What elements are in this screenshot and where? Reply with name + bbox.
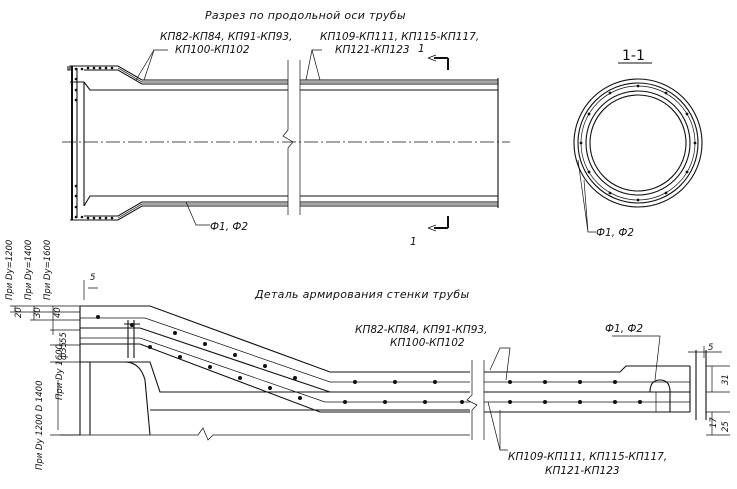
section-rebar-dots — [579, 84, 697, 202]
bell-top-outline — [67, 65, 288, 81]
cut-marker-top — [434, 57, 449, 70]
dim-40: 40 — [53, 307, 63, 318]
label-detail-phi: Ф1, Ф2 — [605, 323, 643, 335]
leader-phi-circle — [577, 159, 596, 233]
dim-35: ф35 — [59, 342, 69, 360]
leader-phi-top — [185, 201, 210, 226]
label-top-right-2: КП121-КП123 — [335, 44, 410, 56]
dim-30: 30 — [33, 307, 43, 318]
dim-v-top-3: При Dу=1600 — [43, 240, 53, 300]
bell-bottom-inner — [84, 201, 288, 217]
dim-31: 31 — [721, 374, 731, 385]
section-outer-circle-2 — [577, 82, 699, 204]
label-top-right-1: КП109-КП111, КП115-КП117, — [320, 31, 479, 43]
label-detail-top-1: КП82-КП84, КП91-КП93, — [355, 324, 487, 336]
detail-break-left — [466, 360, 478, 440]
dim-25: 25 — [721, 421, 731, 432]
break-line-left — [282, 60, 294, 215]
dim-v-bottom-1: При Dу 1200 D 1400 — [35, 380, 45, 470]
cut-number-top: 1 — [418, 43, 425, 55]
detail-bell-face — [79, 306, 151, 436]
section-rebar-circle — [580, 85, 696, 201]
bell-bottom-outline — [70, 205, 288, 221]
pipe-right-bottom — [300, 195, 498, 207]
leader-detail-top — [489, 347, 511, 381]
reinforcement-detail-title: Деталь армирования стенки трубы — [254, 288, 469, 301]
detail-bell-inner-1 — [80, 327, 470, 393]
detail-bell-bore — [80, 361, 330, 393]
label-detail-top-2: КП100-КП102 — [390, 337, 465, 349]
dim-5-right: 5 — [708, 343, 713, 353]
label-phi-circle: Ф1, Ф2 — [596, 227, 634, 239]
detail-hook — [124, 320, 140, 358]
section-inner-circle — [585, 90, 691, 196]
dim-v-top-1: При Dу=1200 — [5, 240, 15, 300]
leader-detail-phi — [612, 335, 661, 381]
detail-bell-outer — [80, 305, 470, 373]
bell-bottom-bore — [83, 195, 288, 207]
dim-v-top-2: При Dу=1400 — [24, 240, 34, 300]
longitudinal-section-title: Разрез по продольной оси трубы — [205, 9, 406, 22]
bell-top-reinforcement — [74, 66, 288, 102]
label-top-left-1: КП82-КП84, КП91-КП93, — [160, 31, 292, 43]
longitudinal-section: Разрез по продольной оси трубы — [62, 9, 510, 248]
detail-right-top — [484, 365, 690, 373]
label-top-left-2: КП100-КП102 — [175, 44, 250, 56]
detail-bell-rebar-top — [80, 317, 470, 383]
section-outer-circle — [573, 78, 703, 208]
bell-top-bore — [70, 81, 288, 91]
detail-right-loop — [649, 379, 671, 412]
label-phi-top: Ф1, Ф2 — [210, 221, 248, 233]
section-mark: 1-1 — [622, 48, 645, 64]
label-detail-bottom-2: КП121-КП123 — [545, 465, 620, 477]
dim-17: 17 — [709, 417, 719, 428]
leader-top-left — [135, 49, 168, 81]
dim-5-left: 5 — [90, 273, 95, 283]
leader-detail-bottom — [487, 401, 508, 451]
dim-55: 55 — [59, 332, 69, 343]
cut-number-bottom: 1 — [410, 236, 417, 248]
detail-right-end — [689, 350, 707, 420]
label-detail-bottom-1: КП109-КП111, КП115-КП117, — [508, 451, 667, 463]
detail-bell-inner-2 — [80, 343, 470, 413]
section-inner-circle-2 — [589, 94, 687, 192]
pipe-right-top — [300, 79, 498, 91]
cut-marker-bottom — [434, 216, 449, 229]
detail-break-bottom — [60, 427, 470, 441]
dim-20: 20 — [14, 307, 24, 318]
dim-v-bottom-2: При Dу 1600 — [55, 344, 65, 400]
detail-anchors — [96, 315, 642, 404]
bell-top-inner — [84, 69, 288, 85]
leader-top-right — [305, 49, 322, 81]
reinforcement-detail: Деталь армирования стенки трубы При Dу=1… — [5, 240, 731, 477]
bell-bottom-reinforcement — [74, 184, 288, 220]
cross-section-1-1: 1-1 Ф1, Ф2 — [573, 48, 703, 239]
detail-bell-rebar-bottom — [80, 337, 470, 403]
